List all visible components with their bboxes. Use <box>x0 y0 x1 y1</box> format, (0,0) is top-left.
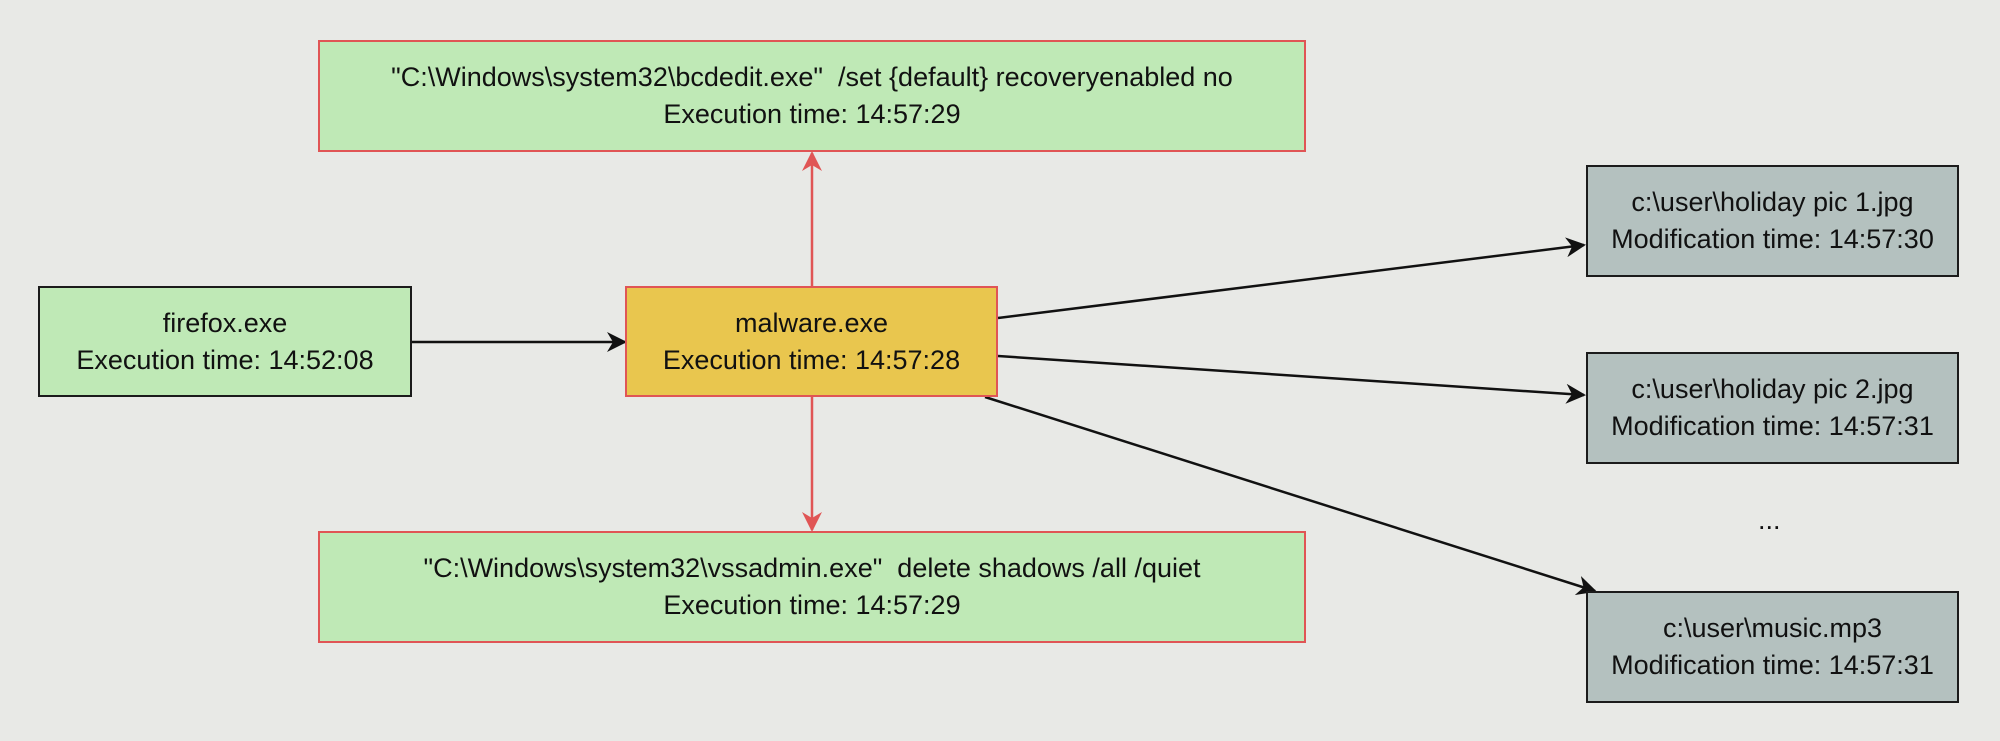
node-vssadmin: "C:\Windows\system32\vssadmin.exe" delet… <box>318 531 1306 643</box>
node-vssadmin-command: "C:\Windows\system32\vssadmin.exe" delet… <box>423 553 1201 583</box>
node-firefox-name: firefox.exe <box>162 307 288 338</box>
node-malware-time: Execution time: 14:57:28 <box>662 344 961 375</box>
more-files-ellipsis: ... <box>1758 505 1781 535</box>
node-file-pic1-time: Modification time: 14:57:30 <box>1611 224 1934 254</box>
node-file-pic1-path: c:\user\holiday pic 1.jpg <box>1631 187 1914 217</box>
node-file-pic2-time: Modification time: 14:57:31 <box>1611 411 1934 441</box>
node-firefox-time: Execution time: 14:52:08 <box>76 344 374 375</box>
node-vssadmin-time: Execution time: 14:57:29 <box>663 590 961 620</box>
node-file-pic2: c:\user\holiday pic 2.jpg Modification t… <box>1586 352 1959 464</box>
edge-malware-to-pic2 <box>997 354 1586 404</box>
node-bcdedit-time: Execution time: 14:57:29 <box>663 99 961 129</box>
edge-malware-to-pic1 <box>997 237 1586 320</box>
node-malware-name: malware.exe <box>734 307 889 338</box>
node-bcdedit-command: "C:\Windows\system32\bcdedit.exe" /set {… <box>391 62 1233 92</box>
node-file-music-path: c:\user\music.mp3 <box>1662 613 1883 643</box>
node-firefox: firefox.exe Execution time: 14:52:08 <box>38 286 412 397</box>
node-file-pic2-path: c:\user\holiday pic 2.jpg <box>1631 374 1914 404</box>
node-bcdedit: "C:\Windows\system32\bcdedit.exe" /set {… <box>318 40 1306 152</box>
node-file-pic1: c:\user\holiday pic 1.jpg Modification t… <box>1586 165 1959 277</box>
node-file-music-time: Modification time: 14:57:31 <box>1611 650 1934 680</box>
node-malware: malware.exe Execution time: 14:57:28 <box>625 286 998 397</box>
node-file-music: c:\user\music.mp3 Modification time: 14:… <box>1586 591 1959 703</box>
edge-malware-to-music <box>984 395 1597 596</box>
